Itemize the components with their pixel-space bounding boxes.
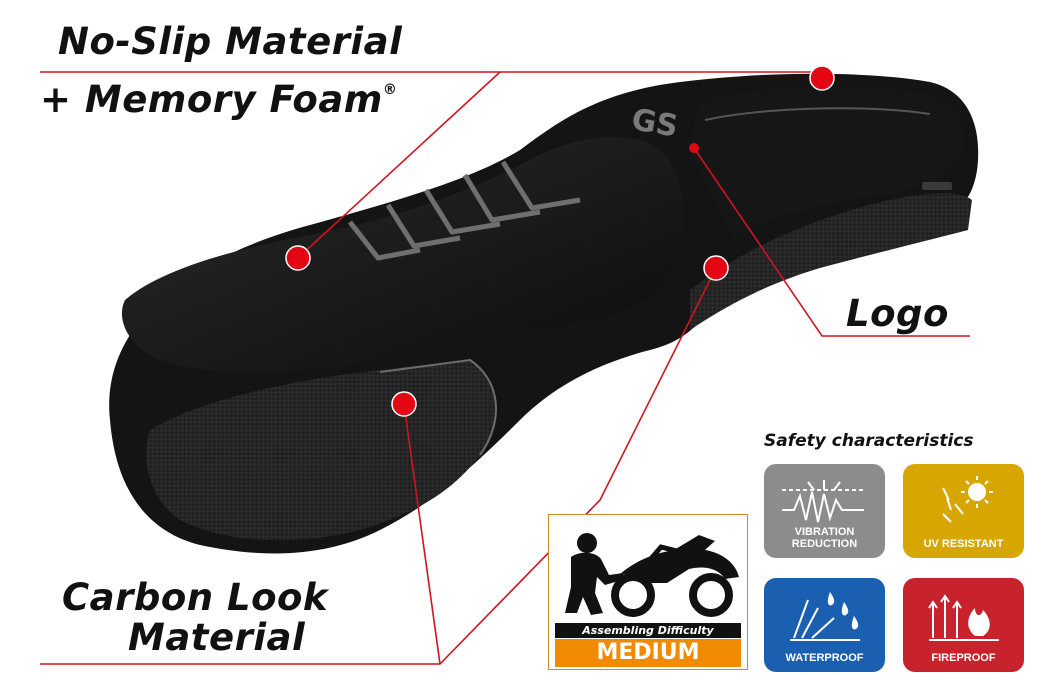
- waterproof-tile: WATERPROOF: [764, 578, 885, 672]
- no-slip-material-label: No-Slip Material: [58, 20, 403, 63]
- callout-dot-rider: [285, 245, 311, 271]
- mechanic-with-motorcycle-icon: [565, 533, 739, 617]
- callout-dot-pillion: [809, 65, 835, 91]
- callout-dot-carbon: [391, 391, 417, 417]
- registered-mark: ®: [382, 82, 398, 98]
- callout-dot-side: [703, 255, 729, 281]
- fireproof-label: FIREPROOF: [931, 652, 996, 664]
- callout-dots: [285, 65, 835, 417]
- uv-resistant-tile: UV RESISTANT: [903, 464, 1024, 558]
- leader-lines: [40, 71, 970, 665]
- sun-icon: [942, 476, 993, 523]
- assembling-difficulty-badge: Assembling Difficulty MEDIUM: [548, 514, 748, 670]
- assembling-difficulty-caption: Assembling Difficulty: [555, 623, 741, 638]
- flame-icon: [928, 594, 999, 641]
- carbon-look-label: Carbon Look: [62, 576, 329, 619]
- water-drops-icon: [790, 592, 860, 641]
- fireproof-tile: FIREPROOF: [903, 578, 1024, 672]
- assembling-difficulty-level: MEDIUM: [555, 639, 741, 667]
- safety-characteristics-title: Safety characteristics: [764, 431, 974, 451]
- logo-label: Logo: [846, 292, 949, 335]
- gs-emblem: GS: [629, 102, 681, 144]
- waterproof-label: WATERPROOF: [785, 652, 864, 664]
- vibration-icon: [782, 480, 864, 523]
- callout-dot-logo: [689, 143, 699, 153]
- memory-foam-text: + Memory Foam: [40, 78, 383, 121]
- uv-resistant-label: UV RESISTANT: [923, 538, 1004, 550]
- carbon-material-label: Material: [128, 616, 306, 659]
- memory-foam-label: + Memory Foam®: [40, 78, 397, 121]
